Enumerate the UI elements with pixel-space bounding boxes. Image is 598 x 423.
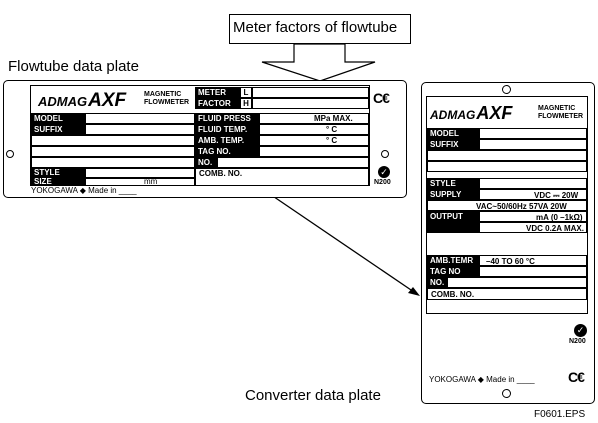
no-label: NO. — [427, 277, 447, 288]
magnetic-flowmeter-label: MAGNETIC FLOWMETER — [538, 105, 584, 120]
converter-data-plate: ADMAGAXF MAGNETIC FLOWMETER MODEL SUFFIX… — [421, 82, 595, 404]
suffix-field — [479, 139, 587, 150]
fluid-press-unit: MPa MAX. — [314, 114, 353, 123]
mounting-hole-bottom — [502, 389, 511, 398]
model-field — [85, 113, 195, 124]
fluid-press-label: FLUID PRESS — [195, 113, 259, 124]
supply-vac-value: VAC~50/60Hz 57VA 20W — [476, 202, 567, 211]
model-label: MODEL — [31, 113, 85, 124]
comb-no-link-arrow — [257, 185, 415, 293]
factor-label: FACTOR — [195, 98, 240, 109]
size-field — [85, 178, 195, 186]
output-ma-field — [479, 211, 587, 222]
magnetic-flowmeter-label: MAGNETIC FLOWMETER — [144, 91, 190, 106]
no-field — [447, 277, 587, 288]
meter-factors-label: Meter factors of flowtube — [233, 19, 398, 36]
blank-row-2 — [427, 161, 587, 172]
amb-temp-field — [259, 135, 369, 146]
tag-no-label: TAG NO. — [195, 146, 259, 157]
mounting-hole-top — [502, 85, 511, 94]
converter-plate-caption: Converter data plate — [245, 387, 381, 404]
style-field — [85, 168, 195, 178]
model-field — [479, 128, 587, 139]
ce-mark-icon: C€ — [568, 369, 585, 385]
fluid-press-field — [259, 113, 369, 124]
meter-l-field — [252, 87, 369, 98]
meter-l-box: L — [240, 87, 252, 98]
no-field — [217, 157, 369, 168]
supply-vdc-field — [479, 189, 587, 200]
output-ma-value: mA (0 –1kΩ) — [536, 213, 583, 222]
style-label: STYLE — [427, 178, 479, 189]
meter-factor-arrow — [261, 43, 376, 82]
fluid-temp-unit: ° C — [326, 125, 338, 134]
amb-temp-field — [479, 255, 587, 266]
mounting-hole-left — [6, 150, 14, 158]
comb-no-label: COMB. NO. — [427, 288, 587, 300]
factor-h-field — [252, 98, 369, 109]
meter-label: METER — [195, 87, 240, 98]
blank-row-1 — [31, 135, 195, 146]
amb-temp-unit: ° C — [326, 136, 338, 145]
fluid-temp-field — [259, 124, 369, 135]
comb-no-arrowhead-right — [408, 287, 420, 296]
output-vdc-field — [479, 222, 587, 233]
output-blank-block — [427, 222, 479, 233]
comb-no-label: COMB. NO. — [195, 168, 369, 186]
suffix-label: SUFFIX — [427, 139, 479, 150]
no-label: NO. — [195, 157, 217, 168]
fluid-temp-label: FLUID TEMP. — [195, 124, 259, 135]
admag-logo: ADMAGAXF — [430, 103, 513, 123]
tag-no-field — [479, 266, 587, 277]
amb-temp-label: AMB. TEMP. — [195, 135, 259, 146]
amb-temp-range: –40 TO 60 °C — [486, 257, 535, 266]
converter-inner-frame — [426, 96, 588, 314]
tag-no-label: TAG NO — [427, 266, 479, 277]
n200-label: N200 — [374, 179, 391, 186]
mounting-hole-right — [381, 150, 389, 158]
admag-logo: ADMAGAXF — [38, 90, 127, 111]
output-label: OUTPUT — [427, 211, 479, 222]
flowtube-data-plate: ADMAGAXF MAGNETIC FLOWMETER MODEL SUFFIX… — [3, 80, 407, 198]
style-field — [479, 178, 587, 189]
supply-label: SUPPLY — [427, 189, 479, 200]
factor-h-box: H — [240, 98, 252, 109]
certification-mark-icon: ✓ — [378, 166, 390, 178]
blank-row-2 — [31, 146, 195, 157]
blank-row-1 — [427, 150, 587, 161]
supply-vdc-value: VDC ⎓ 20W — [534, 191, 579, 200]
figure-id: F0601.EPS — [534, 409, 586, 420]
yokogawa-footer: YOKOGAWA ◆ Made in ____ — [429, 375, 535, 384]
certification-mark-icon: ✓ — [574, 324, 587, 337]
yokogawa-footer: YOKOGAWA ◆ Made in ____ — [31, 186, 137, 195]
output-vdc-value: VDC 0.2A MAX. — [526, 224, 584, 233]
model-label: MODEL — [427, 128, 479, 139]
size-unit: mm — [144, 177, 158, 186]
amb-temp-label: AMB.TEMR — [427, 255, 479, 266]
blank-row-3 — [31, 157, 195, 168]
flowtube-plate-caption: Flowtube data plate — [8, 58, 139, 75]
supply-vac-field — [427, 200, 587, 211]
suffix-field — [85, 124, 195, 135]
size-label: SIZE — [31, 178, 85, 186]
tag-no-field — [259, 146, 369, 157]
ce-mark-icon: C€ — [373, 90, 390, 106]
n200-label: N200 — [569, 338, 586, 345]
suffix-label: SUFFIX — [31, 124, 85, 135]
style-label: STYLE — [31, 168, 85, 178]
